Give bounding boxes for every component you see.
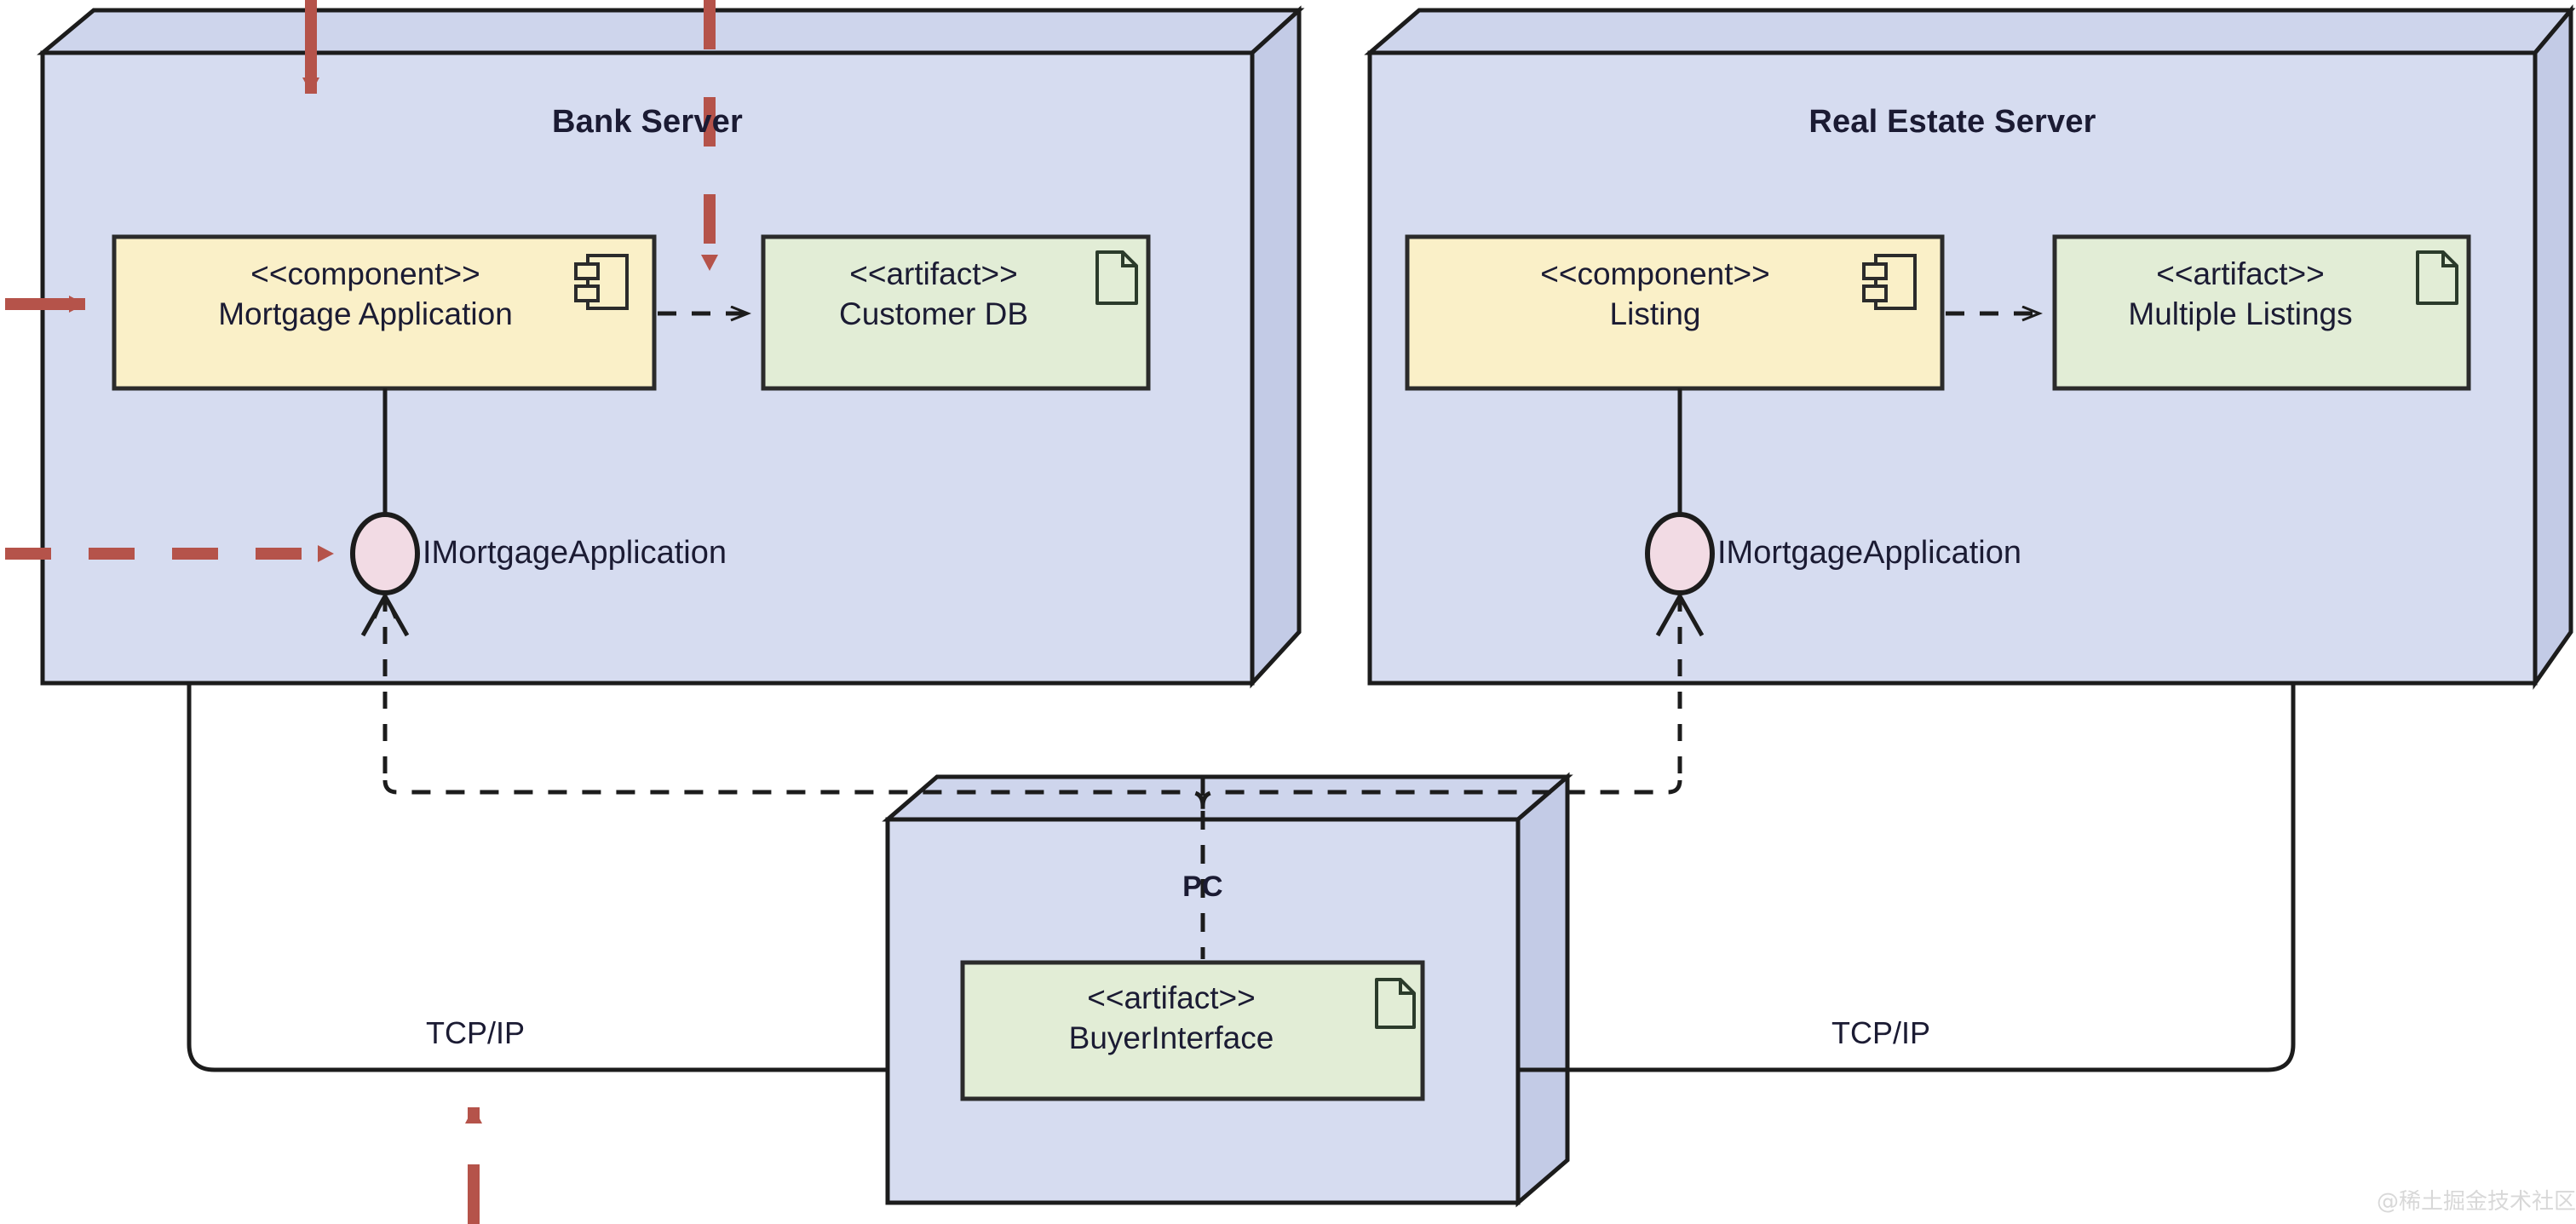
stereotype-component: <<component>>: [250, 256, 480, 291]
communication-path-right-tcpip: [1518, 683, 2296, 1072]
artifact-label-customer-db: <<artifact>> Customer DB: [763, 254, 1104, 335]
interface-label-bank-imortgageapplication: IMortgageApplication: [423, 535, 727, 571]
realization-pc-to-realestate-interface: [1200, 595, 1705, 811]
connection-label-tcpip-right: TCP/IP: [1831, 1015, 1931, 1050]
artifact-name: Multiple Listings: [2128, 296, 2353, 332]
document-icon: [2416, 250, 2458, 305]
node-title-real-estate-server: Real Estate Server: [1808, 104, 2096, 140]
artifact-label-multiple-listings: <<artifact>> Multiple Listings: [2055, 254, 2426, 335]
stereotype-component: <<component>>: [1540, 256, 1770, 291]
document-icon: [1375, 978, 1416, 1029]
component-icon: [1862, 254, 1917, 310]
component-listing[interactable]: [1405, 234, 1945, 391]
stereotype-artifact: <<artifact>>: [2156, 256, 2325, 291]
node-title-pc: PC: [1182, 871, 1223, 903]
artifact-name: BuyerInterface: [1068, 1020, 1274, 1056]
artifact-buyer-interface[interactable]: [960, 960, 1425, 1101]
stereotype-artifact: <<artifact>>: [849, 256, 1018, 291]
artifact-multiple-listings[interactable]: [2052, 234, 2471, 391]
communication-path-left-tcpip: [187, 683, 888, 1072]
interface-bank-imortgageapplication[interactable]: [350, 388, 420, 595]
artifact-label-buyer-interface: <<artifact>> BuyerInterface: [963, 978, 1380, 1059]
component-label-listing: <<component>> Listing: [1407, 254, 1903, 335]
artifact-customer-db[interactable]: [761, 234, 1151, 391]
stereotype-artifact: <<artifact>>: [1087, 980, 1256, 1015]
document-icon: [1095, 250, 1138, 305]
component-name: Listing: [1609, 296, 1701, 332]
node-title-bank-server: Bank Server: [551, 104, 743, 140]
watermark: @稀土掘金技术社区: [2377, 1189, 2576, 1215]
interface-label-realestate-imortgageapplication: IMortgageApplication: [1717, 535, 2021, 571]
component-mortgage-application[interactable]: [112, 234, 657, 391]
artifact-name: Customer DB: [838, 296, 1029, 332]
component-label-mortgage-application: <<component>> Mortgage Application: [114, 254, 617, 335]
interface-realestate-imortgageapplication[interactable]: [1645, 388, 1715, 595]
component-name: Mortgage Application: [218, 296, 513, 332]
connection-label-tcpip-left: TCP/IP: [426, 1015, 526, 1050]
component-icon: [574, 254, 629, 310]
